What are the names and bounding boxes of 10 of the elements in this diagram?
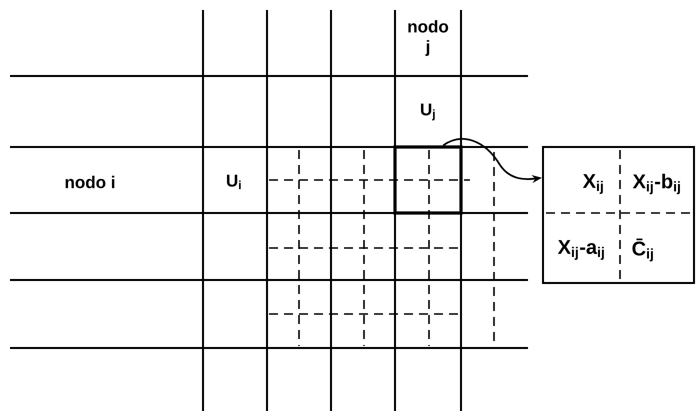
grid-label: nodo i [66, 176, 114, 188]
grid-label: nodo j [408, 20, 448, 56]
grid-label: U$_{i}$ [226, 174, 241, 190]
grid-cell [393, 145, 463, 215]
cell-text: C̄$_{ij}$ [632, 238, 653, 262]
cell-text: X$_{ij}$-b$_{ij}$ [632, 174, 680, 194]
cell-text: X$_{ij}$-a$_{ij}$ [558, 240, 604, 260]
grid-label: U$_{j}$ [420, 104, 435, 120]
detail-box [542, 146, 695, 284]
cell-text: X$_{ij}$ [582, 174, 603, 194]
